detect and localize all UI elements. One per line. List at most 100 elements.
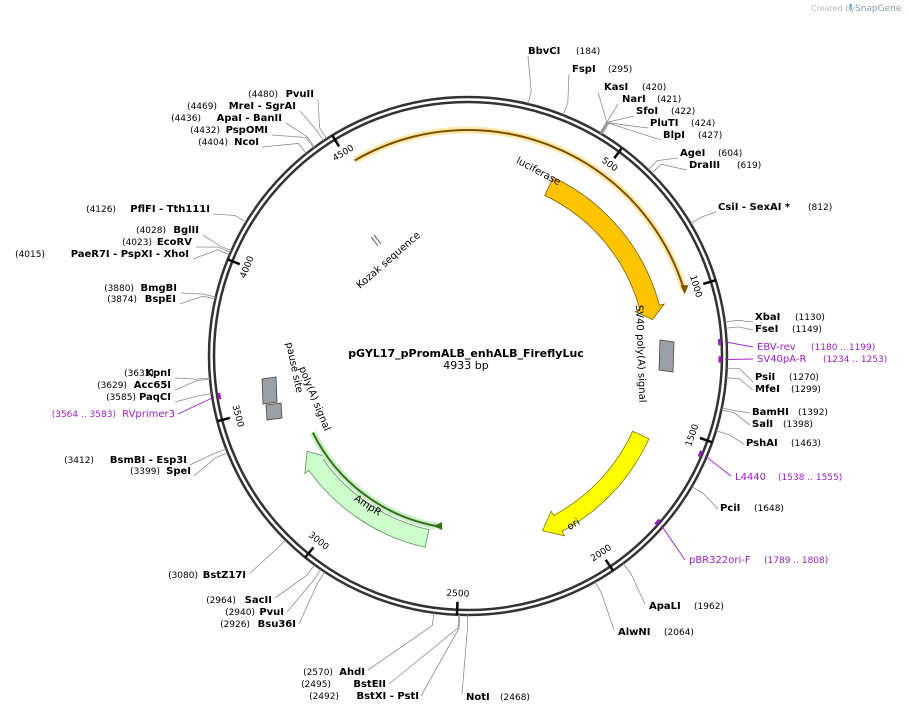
- primer-label[interactable]: pBR322ori-F: [689, 555, 751, 566]
- enzyme-position: (1962): [694, 602, 724, 612]
- enzyme-position: (3080): [168, 571, 198, 581]
- leader-line: [721, 409, 751, 426]
- enzyme-label[interactable]: EcoRV: [157, 237, 192, 248]
- leader-line: [179, 295, 216, 305]
- enzyme-label[interactable]: Bsu36I: [258, 619, 296, 630]
- enzyme-label[interactable]: DraIII: [689, 160, 720, 171]
- enzyme-labels-right: BbvCI (184) FspI (295) KasI (420) NarI (…: [466, 46, 832, 703]
- feature-pause-site[interactable]: [265, 402, 283, 421]
- enzyme-label[interactable]: PaeR7I - PspXI - XhoI: [71, 249, 189, 260]
- snapgene-logo-icon: [849, 4, 852, 12]
- tick-label: 4000: [239, 255, 257, 280]
- enzyme-label[interactable]: NotI: [466, 692, 490, 703]
- enzyme-label[interactable]: BstZ17I: [203, 570, 246, 581]
- enzyme-position: (4015): [15, 250, 45, 260]
- tick-mark: [613, 147, 624, 159]
- leader-line: [600, 115, 635, 134]
- orf-luciferase-arrowhead: [680, 285, 689, 295]
- enzyme-position: (1648): [754, 504, 784, 514]
- enzyme-position: (1149): [792, 325, 822, 335]
- enzyme-label[interactable]: BstXI - PstI: [356, 691, 419, 702]
- enzyme-label[interactable]: PvuI: [259, 607, 284, 618]
- enzyme-label[interactable]: AhdI: [339, 667, 365, 678]
- enzyme-label[interactable]: ApaLI: [649, 601, 681, 612]
- feature-ori[interactable]: [541, 430, 650, 537]
- leader-line: [721, 407, 751, 414]
- enzyme-label[interactable]: CsiI - SexAI *: [718, 202, 791, 213]
- enzyme-position: (427): [698, 131, 722, 141]
- enzyme-label[interactable]: PspOMI: [226, 125, 268, 136]
- leader-line: [461, 614, 468, 695]
- enzyme-label[interactable]: BlpI: [663, 130, 685, 141]
- enzyme-label[interactable]: ApaI - BanII: [217, 113, 282, 124]
- enzyme-label[interactable]: PvuII: [286, 89, 314, 100]
- tick-mark: [702, 278, 717, 286]
- enzyme-label[interactable]: NarI: [622, 94, 646, 105]
- enzyme-label[interactable]: PluTI: [650, 118, 678, 129]
- primer-label[interactable]: L4440: [735, 472, 766, 483]
- enzyme-label[interactable]: PflFI - Tth111I: [130, 204, 210, 215]
- enzyme-label[interactable]: SfoI: [636, 106, 658, 117]
- enzyme-position: (2468): [500, 693, 530, 703]
- leader-line: [690, 211, 717, 224]
- tick-label: 4500: [331, 143, 356, 164]
- enzyme-position: (4028): [136, 226, 166, 236]
- enzyme-position: (2940): [225, 608, 255, 618]
- enzyme-label[interactable]: MreI - SgrAI: [229, 101, 296, 112]
- enzyme-position: (184): [576, 47, 600, 57]
- enzyme-label[interactable]: NcoI: [234, 137, 259, 148]
- enzyme-label[interactable]: SacII: [245, 595, 272, 606]
- enzyme-label[interactable]: KasI: [604, 82, 628, 93]
- leader-line: [367, 612, 435, 671]
- leader-line: [725, 326, 754, 331]
- feature-luciferase[interactable]: [544, 176, 666, 321]
- enzyme-label[interactable]: PaqCI: [139, 392, 171, 403]
- enzyme-label[interactable]: FspI: [572, 64, 596, 75]
- enzyme-label[interactable]: BmgBI: [140, 283, 177, 294]
- enzyme-label[interactable]: KpnI: [145, 368, 171, 379]
- enzyme-label[interactable]: BspEI: [145, 294, 176, 305]
- feature-polya-signal[interactable]: [261, 376, 278, 405]
- enzyme-label[interactable]: SalI: [752, 419, 773, 430]
- primer-marker[interactable]: [217, 392, 222, 400]
- enzyme-label[interactable]: BglII: [173, 225, 199, 236]
- leader-line: [527, 55, 532, 105]
- enzyme-label[interactable]: FseI: [755, 324, 778, 335]
- enzyme-label[interactable]: XbaI: [755, 312, 780, 323]
- enzyme-label[interactable]: SpeI: [166, 466, 191, 477]
- leader-line: [317, 98, 328, 140]
- enzyme-position: (4432): [190, 126, 220, 136]
- tick-label: 2000: [589, 543, 614, 564]
- primer-label[interactable]: SV40pA-R: [757, 354, 806, 365]
- enzyme-label[interactable]: PciI: [720, 503, 740, 514]
- feature-label-kozak: Kozak sequence: [355, 230, 423, 291]
- enzyme-position: (3585): [106, 393, 136, 403]
- feature-ampr[interactable]: [304, 450, 430, 548]
- feature-sv40-polya[interactable]: [658, 339, 675, 373]
- enzyme-position: (3880): [104, 284, 134, 294]
- enzyme-position: (421): [657, 95, 681, 105]
- enzyme-position: (295): [608, 65, 632, 75]
- enzyme-label[interactable]: AlwNI: [618, 627, 651, 638]
- enzyme-label[interactable]: BbvCI: [528, 46, 560, 57]
- enzyme-label[interactable]: BstEII: [353, 679, 386, 690]
- enzyme-label[interactable]: PsiI: [755, 372, 775, 383]
- primer-leader: [724, 358, 754, 360]
- enzyme-position: (2964): [206, 596, 236, 606]
- enzyme-label[interactable]: MfeI: [755, 384, 780, 395]
- enzyme-labels-left: (4480) PvuII (4469) MreI - SgrAI (4436) …: [15, 89, 419, 702]
- enzyme-position: (4404): [198, 138, 228, 148]
- primer-label[interactable]: RVprimer3: [122, 409, 175, 420]
- leader-line: [726, 367, 754, 383]
- enzyme-label[interactable]: BsmBI - Esp3I: [110, 455, 187, 466]
- enzyme-label[interactable]: Acc65I: [134, 380, 171, 391]
- primer-marker[interactable]: [697, 450, 703, 458]
- enzyme-label[interactable]: AgeI: [680, 148, 705, 159]
- enzyme-label[interactable]: PshAI: [746, 438, 778, 449]
- enzyme-label[interactable]: BamHI: [752, 407, 789, 418]
- primer-leader: [177, 396, 215, 415]
- primer-label[interactable]: EBV-rev: [757, 342, 796, 353]
- primer-marker[interactable]: [654, 518, 661, 526]
- feature-kozak[interactable]: [370, 234, 382, 247]
- primer-range: (1180 .. 1199): [811, 343, 875, 353]
